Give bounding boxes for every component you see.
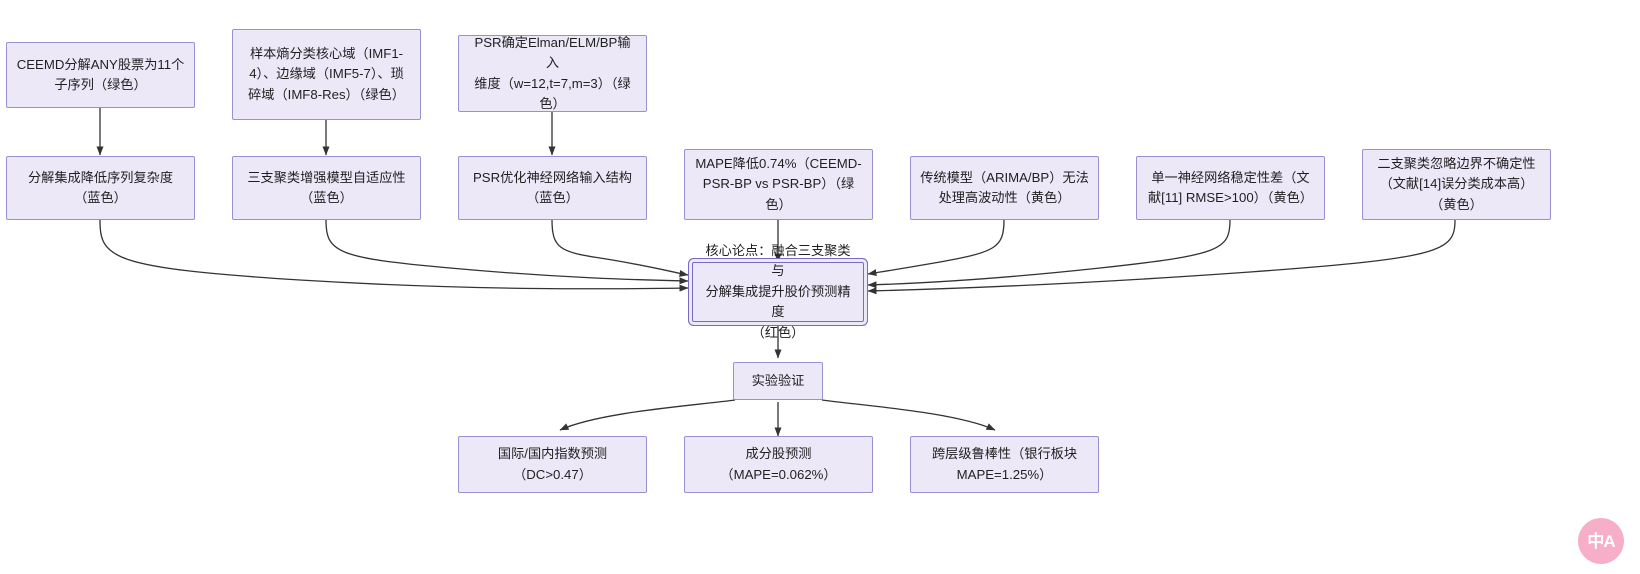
edge-structure-to-core	[551, 219, 689, 277]
node-label: PSR确定Elman/ELM/BP输入 维度（w=12,t=7,m=3）（绿 色…	[474, 34, 631, 111]
node-label: 传统模型（ARIMA/BP）无法 处理高波动性（黄色）	[920, 169, 1089, 205]
edge-traditional-to-core	[867, 219, 1005, 277]
watermark-label: 中A	[1587, 531, 1615, 551]
watermark-badge: 中A	[1578, 518, 1624, 564]
node-label: 实验验证	[751, 372, 805, 388]
node-label: PSR优化神经网络输入结构 （蓝色）	[473, 169, 632, 205]
node-label: 核心论点：融合三支聚类与 分解集成提升股价预测精度 （红色）	[705, 242, 851, 340]
edge-experiment-to-robust	[821, 399, 996, 431]
node-experiment-validation[interactable]: 实验验证	[733, 362, 823, 400]
node-cross-level-robustness-result[interactable]: 跨层级鲁棒性（银行板块 MAPE=1.25%）	[910, 436, 1099, 493]
node-label: 单一神经网络稳定性差（文 献[11] RMSE>100）（黄色）	[1147, 169, 1313, 205]
node-threeway-clustering-adaptivity[interactable]: 三支聚类增强模型自适应性 （蓝色）	[232, 156, 421, 220]
node-mape-improvement[interactable]: MAPE降低0.74%（CEEMD- PSR-BP vs PSR-BP）（绿 色…	[684, 149, 873, 220]
node-psr-input-dimension[interactable]: PSR确定Elman/ELM/BP输入 维度（w=12,t=7,m=3）（绿 色…	[458, 35, 647, 112]
node-label: 三支聚类增强模型自适应性 （蓝色）	[247, 169, 406, 205]
node-label: 二支聚类忽略边界不确定性 （文献[14]误分类成本高） （黄色）	[1377, 155, 1536, 212]
node-psr-optimizes-structure[interactable]: PSR优化神经网络输入结构 （蓝色）	[458, 156, 647, 220]
node-core-claim[interactable]: 核心论点：融合三支聚类与 分解集成提升股价预测精度 （红色）	[692, 243, 864, 340]
edge-adaptive-to-core	[325, 219, 689, 285]
node-twoway-clustering-limitation[interactable]: 二支聚类忽略边界不确定性 （文献[14]误分类成本高） （黄色）	[1362, 149, 1551, 220]
node-label: MAPE降低0.74%（CEEMD- PSR-BP vs PSR-BP）（绿 色…	[695, 155, 862, 212]
node-label: 跨层级鲁棒性（银行板块 MAPE=1.25%）	[931, 446, 1078, 482]
node-ceemd-decomposition[interactable]: CEEMD分解ANY股票为11个 子序列（绿色）	[6, 42, 195, 108]
node-single-network-instability[interactable]: 单一神经网络稳定性差（文 献[11] RMSE>100）（黄色）	[1136, 156, 1325, 220]
node-decomposition-reduces-complexity[interactable]: 分解集成降低序列复杂度 （蓝色）	[6, 156, 195, 220]
edge-complexity-to-core	[99, 219, 689, 292]
node-label: 成分股预测 （MAPE=0.062%）	[720, 446, 837, 482]
node-traditional-model-limitation[interactable]: 传统模型（ARIMA/BP）无法 处理高波动性（黄色）	[910, 156, 1099, 220]
node-label: 分解集成降低序列复杂度 （蓝色）	[27, 169, 174, 205]
edge-twoway-to-core	[867, 219, 1456, 295]
node-sample-entropy-domains[interactable]: 样本熵分类核心域（IMF1- 4）、边缘域（IMF5-7）、琐 碎域（IMF8-…	[232, 29, 421, 120]
node-label: 国际/国内指数预测 （DC>0.47）	[497, 446, 608, 482]
node-constituent-forecast-result[interactable]: 成分股预测 （MAPE=0.062%）	[684, 436, 873, 493]
node-index-forecast-result[interactable]: 国际/国内指数预测 （DC>0.47）	[458, 436, 647, 493]
node-label: 样本熵分类核心域（IMF1- 4）、边缘域（IMF5-7）、琐 碎域（IMF8-…	[248, 45, 405, 102]
edge-singlenn-to-core	[867, 219, 1231, 289]
node-label: CEEMD分解ANY股票为11个 子序列（绿色）	[16, 56, 185, 92]
edge-experiment-to-index	[559, 399, 736, 431]
